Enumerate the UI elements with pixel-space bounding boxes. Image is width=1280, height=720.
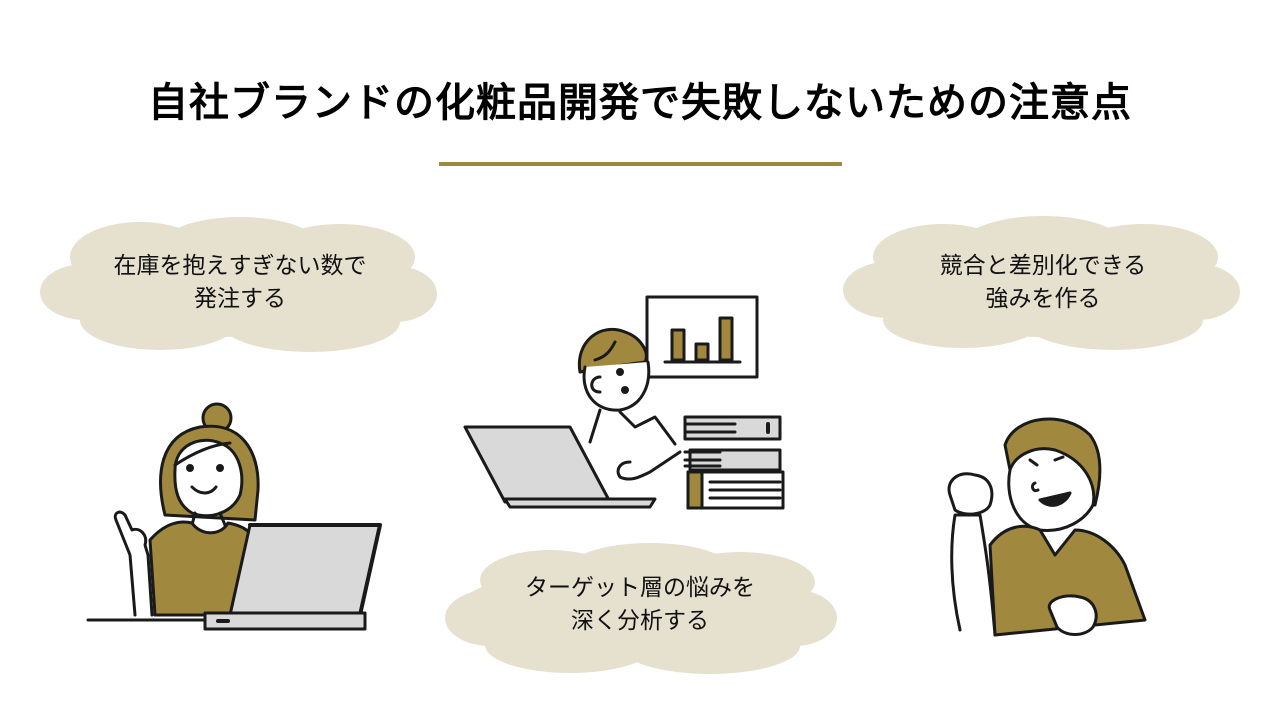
point-text-line2: 強みを作る [985, 286, 1101, 312]
cloud-shape-icon [40, 217, 437, 352]
point-text-line1: ターゲット層の悩みを [525, 575, 755, 601]
woman-pointing-at-laptop-icon [80, 395, 400, 640]
title-divider [439, 162, 842, 166]
man-at-laptop-with-chart-and-books-icon [460, 292, 800, 517]
point-text-line2: 深く分析する [571, 608, 709, 634]
cloud-shape-icon [843, 216, 1240, 350]
cloud-shape-icon [445, 543, 837, 674]
point-cloud-differentiation: 競合と差別化できる 強みを作る [843, 212, 1243, 357]
page-title: 自社ブランドの化粧品開発で失敗しないための注意点 [148, 80, 1132, 126]
point-text-line1: 競合と差別化できる [939, 253, 1147, 279]
point-cloud-inventory: 在庫を抱えすぎない数で 発注する [40, 212, 440, 357]
point-cloud-target-analysis: ターゲット層の悩みを 深く分析する [440, 540, 840, 678]
point-text-line1: 在庫を抱えすぎない数で [113, 253, 367, 279]
point-text-line2: 発注する [194, 286, 286, 312]
man-fist-pump-icon [935, 405, 1160, 645]
